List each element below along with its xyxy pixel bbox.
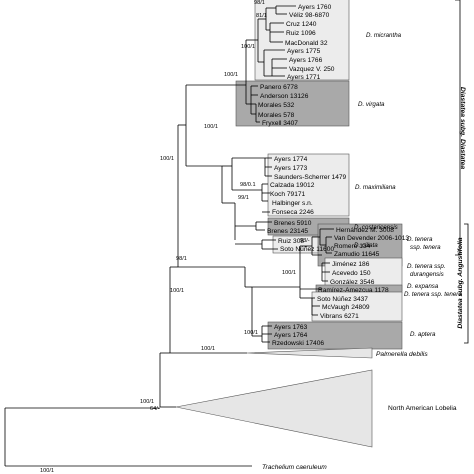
clade-durangensis-1: D. tenera ssp. [407, 263, 446, 270]
support-100-1-a: 100/1 [241, 44, 255, 50]
support-81-1: 81/1 [256, 13, 267, 19]
tip-vibrans-6271: Vibrans 6271 [320, 313, 359, 320]
box-expansa [311, 291, 403, 322]
box-aptera [267, 321, 403, 350]
clade-virgata: D. virgata [358, 101, 385, 108]
support-98-1: 98/1 [176, 256, 187, 262]
tip-brenes-23145: Brenes 23145 [267, 228, 308, 235]
tip-romero-134: Romero 134 [334, 243, 371, 250]
tip-rzedowski-17406: Rzedowski 17406 [272, 340, 324, 347]
tip-panero-6778: Panero 6778 [260, 84, 298, 91]
tip-acevedo-150: Acevedo 150 [332, 270, 371, 277]
tip-ayers-1773: Ayers 1773 [274, 165, 308, 172]
clade-aptera: D. aptera [410, 331, 436, 338]
clade-costaricensis: D. costaricensis [354, 224, 398, 231]
clade-tenera-2: ssp. tenera [410, 244, 441, 251]
tip-ayers-1775: Ayers 1775 [287, 48, 321, 55]
clade-tenera-1: D. tenera [407, 236, 433, 243]
support-100-1-c: 100/1 [204, 124, 218, 130]
tip-gonzalez-3546: González 3546 [330, 279, 375, 286]
clade-labels: D. micrantha D. virgata D. maximiliana D… [354, 32, 462, 338]
tip-koch-79171: Koch 79171 [270, 191, 306, 198]
tip-ayers-1774: Ayers 1774 [274, 156, 308, 163]
clade-micrantha: D. micrantha [366, 32, 402, 39]
support-values: 98/1 81/1 100/1 100/1 100/1 98/0.1 99/1 … [40, 0, 310, 474]
support-98-0-1: 98/0.1 [240, 182, 256, 188]
support-100-1-b: 100/1 [224, 72, 238, 78]
support-100-1-g: 100/1 [244, 330, 258, 336]
label-subg-diastatea: Diastatea subg. Diastatea [459, 87, 466, 170]
support-99-1: 99/1 [238, 195, 249, 201]
tip-ayers-1760: Ayers 1760 [298, 4, 332, 11]
label-palmerella: Palmerella debilis [376, 351, 428, 358]
clade-maximiliana: D. maximiliana [355, 184, 396, 191]
tip-hernandez-3008: Hernández M. 3008 [336, 227, 394, 234]
lobelia-triangle [175, 369, 373, 448]
tip-morales-578: Morales 578 [258, 112, 295, 119]
tip-ayers-1771: Ayers 1771 [287, 74, 321, 81]
subgenus-brackets [455, 0, 469, 344]
box-virgata [235, 80, 350, 127]
tip-ayers-1763: Ayers 1763 [274, 324, 308, 331]
tip-zamudio-11645: Zamudio 11645 [334, 251, 380, 258]
tip-mcvaugh-24809: McVaugh 24809 [322, 304, 370, 311]
tip-vazquez-250: Vazquez V. 250 [289, 66, 335, 73]
bracket-angustifolia [464, 223, 469, 344]
tip-anderson-13126: Anderson 13126 [260, 93, 309, 100]
bracket-diastatea [455, 0, 461, 256]
tip-ramirez-amezcua: Ramírez-Amezcua 1178 [318, 287, 389, 294]
support-100-1-i: 100/1 [140, 399, 154, 405]
tip-ruiz-308: Ruiz 308 [278, 238, 304, 245]
tip-veliz-98-6870: Véliz 98-6870 [289, 12, 330, 19]
tip-labels: Ayers 1760 Véliz 98-6870 Cruz 1240 Ruiz … [258, 4, 409, 347]
tip-fonseca-2246: Fonseca 2246 [272, 209, 314, 216]
tip-soto-nunez-11600: Soto Núñez 11600 [280, 246, 334, 253]
support-100-1-root: 100/1 [40, 468, 54, 474]
label-subg-angustifolia: Diastatea subg. Angustifolia [457, 237, 464, 328]
support-100-1-e: 100/1 [282, 270, 296, 276]
tip-ayers-1766: Ayers 1766 [289, 57, 323, 64]
support-64: 64/- [150, 406, 160, 412]
tip-van-devender: Van Devender 2006-1013 [334, 235, 409, 242]
tip-macdonald-32: MacDonald 32 [285, 40, 328, 47]
box-maximiliana [267, 153, 350, 217]
box-micrantha [254, 0, 350, 81]
support-100-1-h: 100/1 [201, 346, 215, 352]
tip-fryxell-3407: Fryxell 3407 [262, 120, 298, 127]
support-93: 93/- [300, 238, 310, 244]
support-98-1-top: 98/1 [254, 0, 265, 6]
support-100-1-f: 100/1 [170, 288, 184, 294]
tip-jimenez-186: Jiménez 186 [332, 261, 370, 268]
label-trachelium: Trachelium caeruleum [262, 464, 327, 471]
palmerella-triangle [246, 347, 373, 359]
tip-brenes-5910: Brenes 5910 [274, 220, 312, 227]
tip-ayers-1764: Ayers 1764 [274, 332, 308, 339]
tip-cruz-1240: Cruz 1240 [286, 21, 317, 28]
species-boxes [235, 0, 403, 350]
tip-halbinger: Halbinger s.n. [272, 200, 313, 207]
tip-ruiz-1096: Ruiz 1096 [286, 30, 316, 37]
tip-saunders-scherrer: Saunders-Scherrer 1479 [274, 174, 347, 181]
label-lobelia: North American Lobelia [388, 405, 457, 412]
clade-expansa: D. expansa [407, 283, 439, 290]
clade-tenera-ssp-tenera: D. tenera ssp. tenera [404, 291, 462, 298]
tip-soto-nunez-3437: Soto Núñez 3437 [317, 296, 368, 303]
clade-durangensis-2: durangensis [410, 271, 444, 278]
support-100-1-d: 100/1 [160, 156, 174, 162]
tip-calzada-19012: Calzada 19012 [270, 182, 315, 189]
tree-branches [4, 5, 334, 467]
tip-morales-532: Morales 532 [258, 102, 295, 109]
clade-ciliata: D. ciliata [354, 242, 378, 249]
